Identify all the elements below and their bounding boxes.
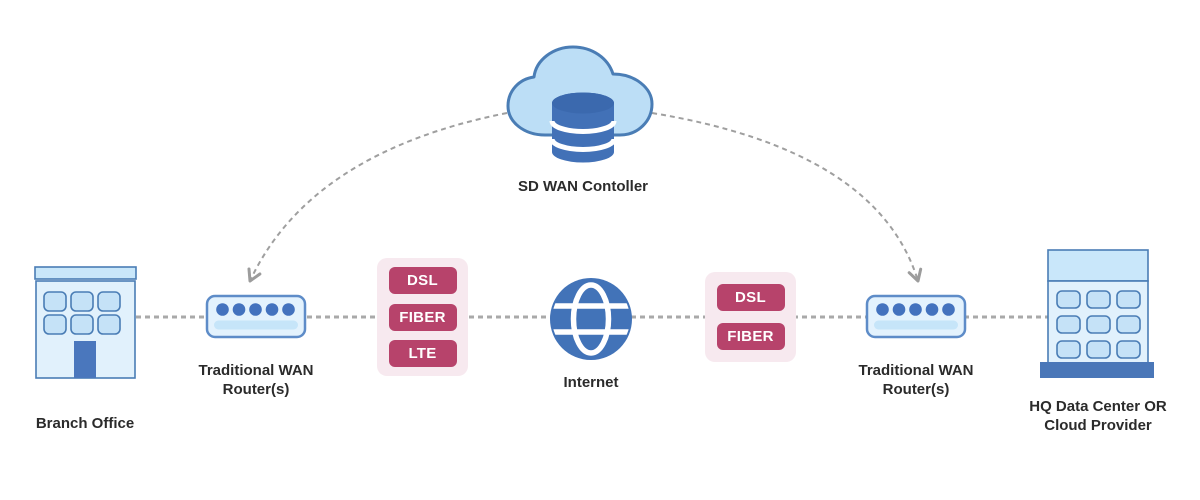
right-link-types-panel: DSL FIBER (705, 272, 796, 362)
hq-data-center-building-icon (1040, 249, 1154, 378)
link-badge-lte: LTE (388, 339, 457, 367)
cloud-icon (506, 45, 654, 137)
link-badge-dsl: DSL (716, 284, 785, 311)
hq-data-center-label: HQ Data Center OR Cloud Provider (1029, 398, 1167, 434)
building-base (1040, 362, 1154, 378)
router-icon-left (205, 294, 307, 339)
controller-to-right-router-arrow (651, 112, 923, 283)
left-link-types-panel: DSL FIBER LTE (377, 258, 468, 376)
branch-office-building-icon (34, 266, 137, 379)
branch-office-label: Branch Office (35, 415, 135, 432)
database-icon (549, 92, 617, 163)
sd-wan-controller-label: SD WAN Contoller (518, 178, 648, 195)
link-badge-fiber: FIBER (388, 303, 457, 331)
door-icon (74, 341, 96, 378)
right-router-label: Traditional WAN Router(s) (858, 362, 974, 398)
router-icon-right (865, 294, 967, 339)
link-badge-fiber: FIBER (716, 323, 785, 350)
left-router-label: Traditional WAN Router(s) (198, 362, 314, 398)
link-badge-dsl: DSL (388, 267, 457, 295)
internet-label: Internet (563, 374, 619, 391)
controller-to-left-router-arrow (247, 112, 508, 283)
internet-icon (550, 278, 632, 360)
